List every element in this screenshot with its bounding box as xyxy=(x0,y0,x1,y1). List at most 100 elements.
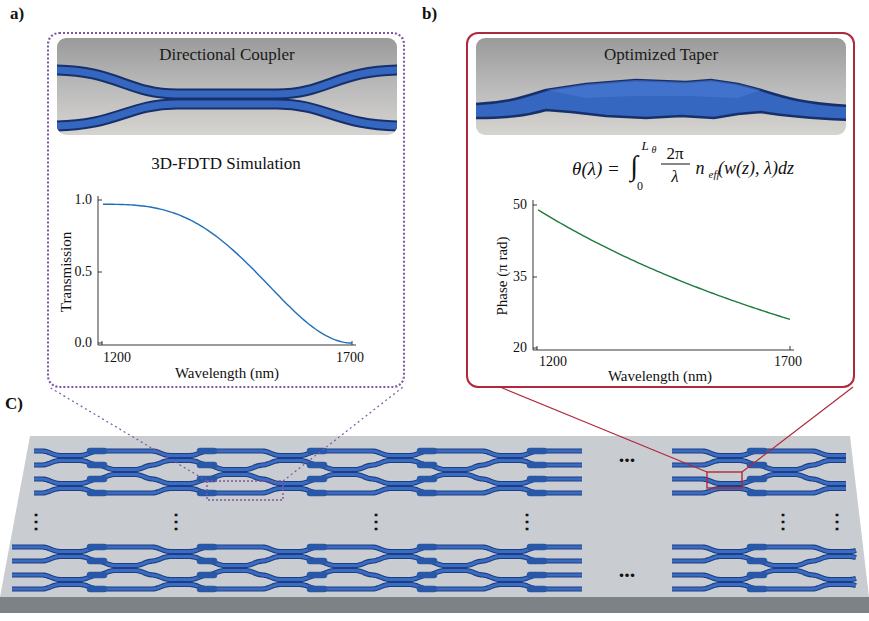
waveguide xyxy=(672,488,846,493)
waveguide-outline xyxy=(34,451,582,456)
ellipsis: ... xyxy=(619,559,636,581)
phase-shifter-taper xyxy=(750,476,764,483)
waveguide-outline xyxy=(57,104,397,126)
formula-part: 0 xyxy=(637,180,643,192)
panel-label: a) xyxy=(10,4,24,24)
axis-title: Phase (π rad) xyxy=(495,236,510,315)
chip-surface xyxy=(0,436,869,597)
phase-shifter-taper xyxy=(90,544,104,551)
waveguide-outline xyxy=(672,570,856,579)
phase-shifter-taper xyxy=(310,490,324,497)
plot-axes xyxy=(98,196,356,345)
tick-label: 35 xyxy=(513,270,527,284)
waveguide-outline xyxy=(672,556,856,565)
waveguide xyxy=(34,488,582,493)
phase-shifter-taper xyxy=(750,544,764,551)
phase-shifter-taper xyxy=(750,490,764,497)
chip-side xyxy=(0,597,869,613)
panel-label: b) xyxy=(422,4,437,24)
tick-label: 20 xyxy=(513,341,527,355)
waveguide-outline xyxy=(34,488,582,493)
zoom-line xyxy=(283,387,403,481)
formula-part: ∫ xyxy=(630,152,638,180)
waveguide xyxy=(672,584,856,589)
phase-shifter-taper xyxy=(750,586,764,593)
ellipsis: ... xyxy=(619,444,636,466)
phase-shifter-taper xyxy=(530,544,544,551)
tick xyxy=(533,348,537,349)
phase-shifter-taper xyxy=(420,572,434,579)
formula-part: eff xyxy=(709,169,720,180)
zoom-line xyxy=(742,387,853,472)
phase-shifter-taper xyxy=(200,572,214,579)
waveguide-outline xyxy=(672,547,856,552)
fraction-bar xyxy=(661,164,690,165)
phase-shifter-taper xyxy=(530,476,544,483)
waveguide xyxy=(12,584,582,589)
waveguide-outline xyxy=(57,70,397,94)
panel-box: C) xyxy=(0,430,869,621)
waveguide-outline xyxy=(672,451,846,456)
waveguide xyxy=(672,570,856,579)
tick-label: 0.0 xyxy=(75,336,93,350)
tick xyxy=(98,200,102,201)
waveguide xyxy=(672,547,856,552)
box-title: 3D-FDTD Simulation xyxy=(151,154,301,174)
ellipsis: ⋮ xyxy=(166,511,186,531)
waveguide xyxy=(34,474,582,483)
waveguide xyxy=(12,570,582,579)
tick-label: 1700 xyxy=(336,351,364,365)
phase-shifter-taper xyxy=(420,558,434,565)
ellipsis: ⋮ xyxy=(366,511,386,531)
taper-body xyxy=(476,80,846,120)
tick-label: 1200 xyxy=(103,351,131,365)
phase-shifter-taper xyxy=(310,572,324,579)
phase-shifter-taper xyxy=(420,448,434,455)
box-title: Optimized Taper xyxy=(604,45,718,65)
waveguide xyxy=(57,70,397,94)
axis-title: Transmission xyxy=(59,232,74,312)
formula-part: 2π xyxy=(666,145,683,162)
tick xyxy=(102,341,103,345)
formula-part: n xyxy=(696,159,705,177)
waveguide-outline xyxy=(12,570,582,579)
formula-part: (w(z), λ)dz xyxy=(718,159,794,177)
transmission-curve xyxy=(103,204,352,343)
axis-title: Wavelength (nm) xyxy=(175,366,279,381)
phase-shifter-taper xyxy=(310,558,324,565)
phase-shifter-taper xyxy=(420,462,434,469)
waveguide-outline xyxy=(672,584,856,589)
formula-part: L xyxy=(641,139,648,152)
waveguide-outline xyxy=(34,474,582,483)
panel-box: a)3D-FDTD SimulationDirectional Coupler xyxy=(47,32,405,388)
phase-shifter-taper xyxy=(200,544,214,551)
waveguide xyxy=(57,104,397,126)
illustration-box: Directional Coupler xyxy=(57,38,397,135)
phase-shifter-taper xyxy=(530,558,544,565)
axis-title: Wavelength (nm) xyxy=(608,369,712,384)
phase-shifter-taper xyxy=(200,558,214,565)
waveguide xyxy=(34,451,582,456)
formula-part: θ xyxy=(652,145,657,155)
tick xyxy=(98,272,102,273)
phase-shifter-taper xyxy=(90,476,104,483)
tick-label: 0.5 xyxy=(75,265,93,279)
tick xyxy=(790,346,791,350)
waveguide xyxy=(12,547,582,552)
ellipsis: ⋮ xyxy=(517,511,537,531)
zoom-marker-coupler xyxy=(207,481,283,500)
zoom-marker-taper xyxy=(707,472,742,488)
tick xyxy=(533,205,537,206)
waveguide xyxy=(672,451,846,456)
phase-shifter-taper xyxy=(200,448,214,455)
phase-shifter-taper xyxy=(310,586,324,593)
tick-label: 1200 xyxy=(539,355,567,369)
phase-shifter-taper xyxy=(310,544,324,551)
phase-shifter-taper xyxy=(90,586,104,593)
waveguide-mesh xyxy=(12,451,856,589)
x-axis xyxy=(98,345,356,346)
taper-top-face xyxy=(546,80,761,98)
tick-label: 50 xyxy=(513,198,527,212)
waveguide-outline xyxy=(12,584,582,589)
